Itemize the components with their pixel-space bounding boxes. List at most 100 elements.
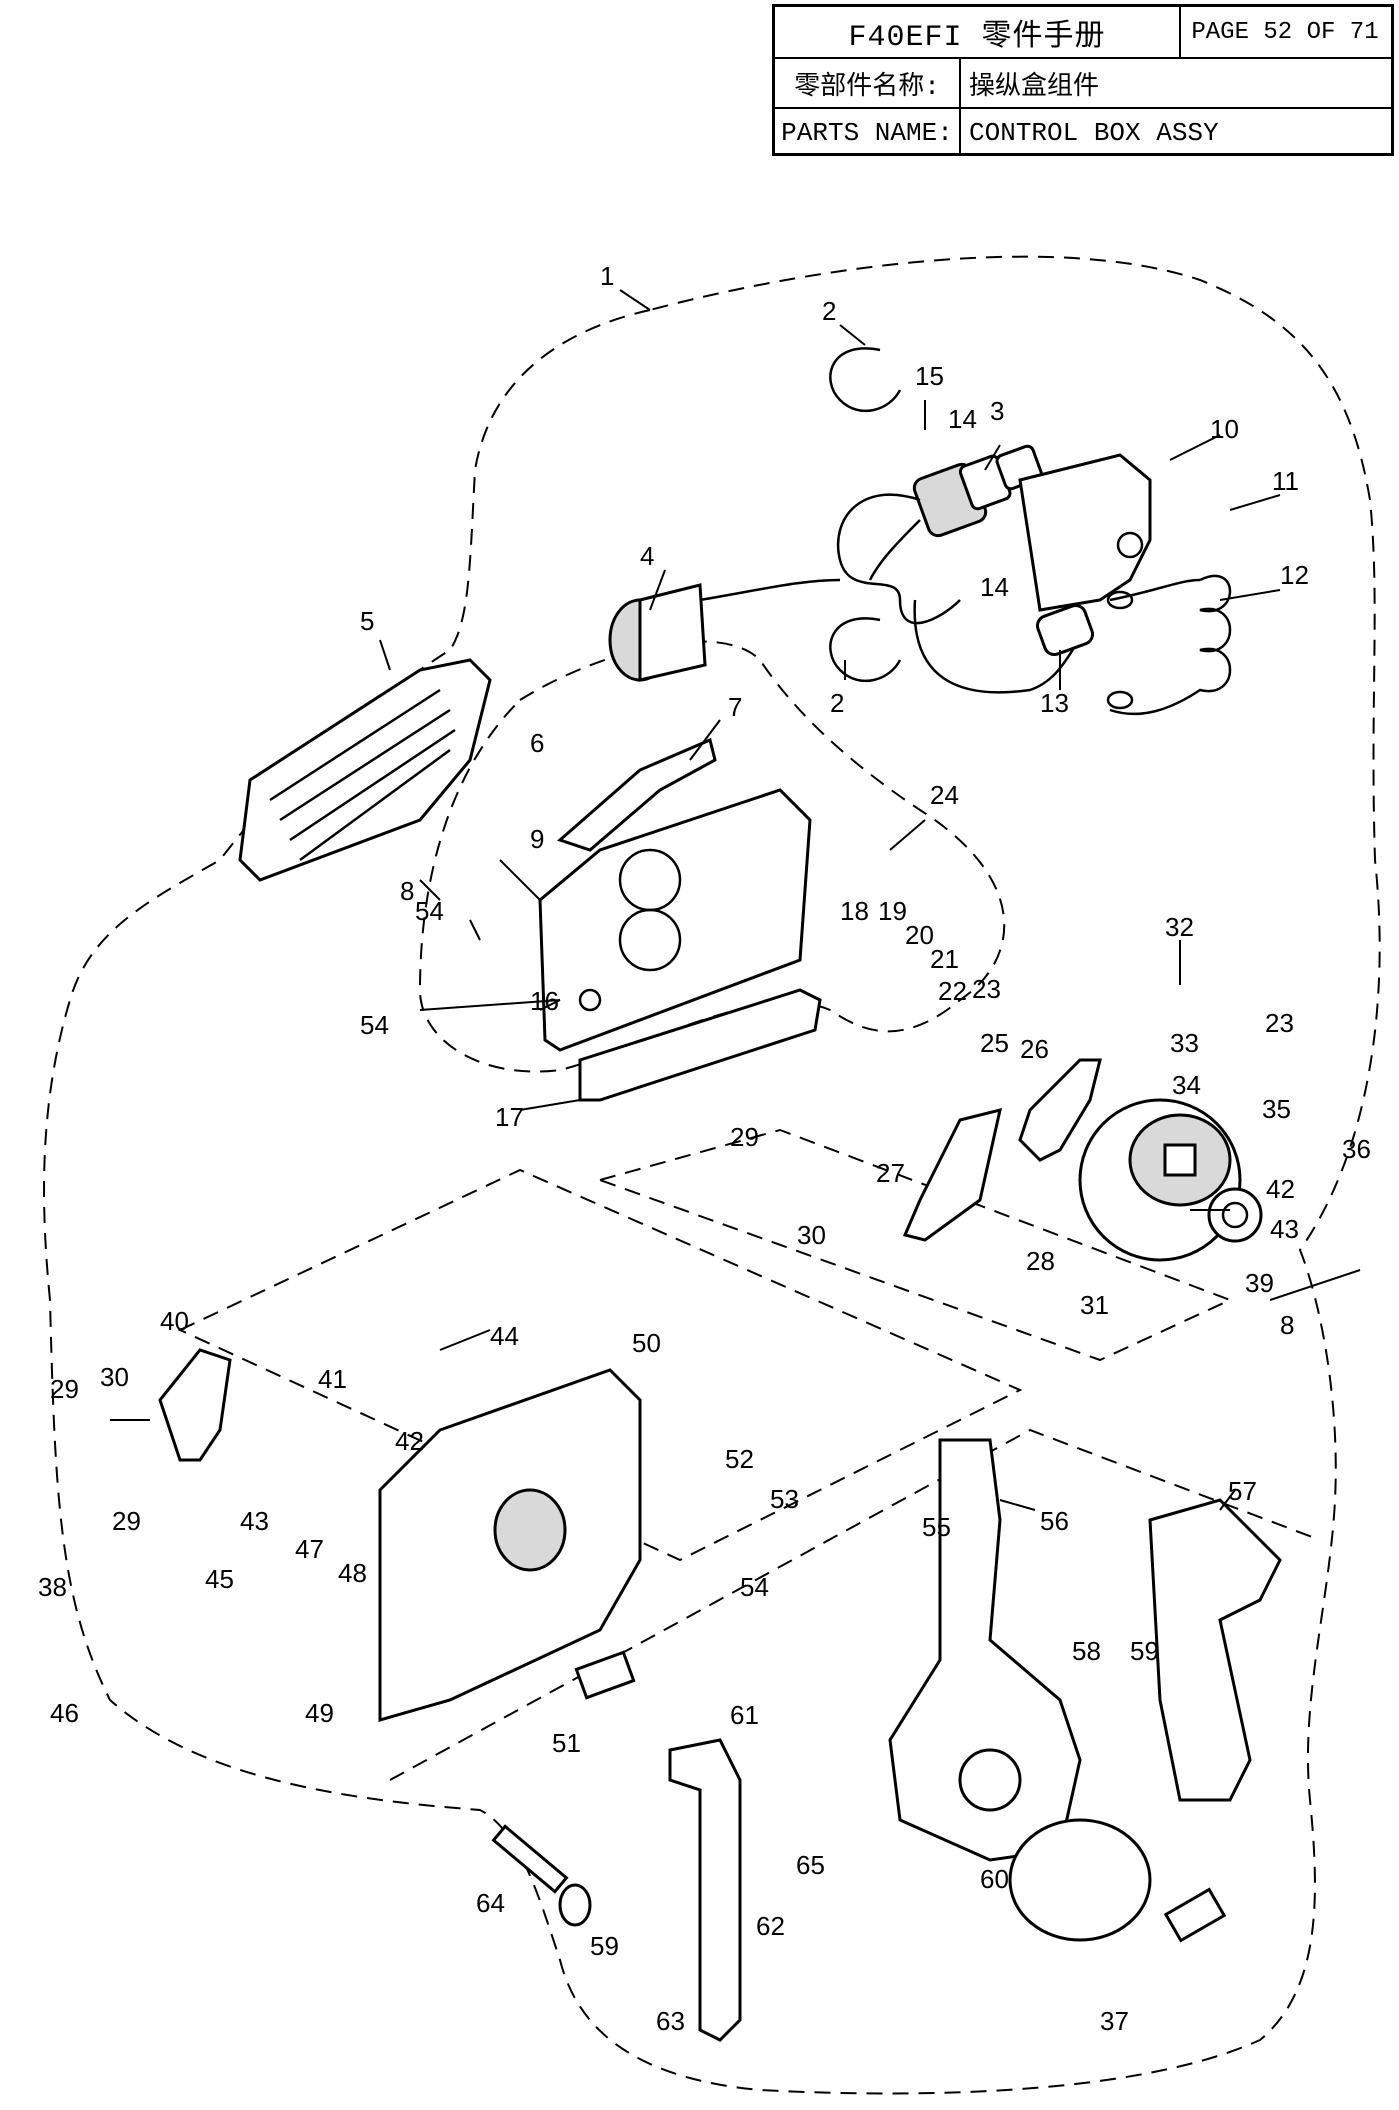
callout-label: 14 — [980, 572, 1009, 602]
callout-label: 52 — [725, 1444, 754, 1474]
callout-label: 23 — [1265, 1008, 1294, 1038]
callout-label: 43 — [1270, 1214, 1299, 1244]
callout-label: 5 — [360, 606, 374, 636]
harness-connector — [608, 578, 841, 682]
callout-label: 21 — [930, 944, 959, 974]
callout-label: 55 — [922, 1512, 951, 1542]
callout-label: 9 — [530, 824, 544, 854]
exploded-parts-diagram: .dash { fill: none; stroke: #000; stroke… — [0, 160, 1399, 2110]
callout-label: 45 — [205, 1564, 234, 1594]
handle-cap — [1008, 1818, 1152, 1942]
callout-label: 56 — [1040, 1506, 1069, 1536]
callout-label: 30 — [100, 1362, 129, 1392]
callout-label: 54 — [740, 1572, 769, 1602]
callout-label: 17 — [495, 1102, 524, 1132]
ignition-switch — [912, 444, 1043, 538]
callout-label: 57 — [1228, 1476, 1257, 1506]
callout-label: 8 — [400, 876, 414, 906]
callout-label: 43 — [240, 1506, 269, 1536]
cam-plate — [1018, 1058, 1102, 1162]
bolt-64 — [491, 1824, 592, 1927]
callout-label: 2 — [830, 688, 844, 718]
lanyard-switch — [1035, 603, 1095, 657]
assembly-outline — [43, 255, 1381, 2095]
callout-label: 29 — [730, 1122, 759, 1152]
callout-label: 31 — [1080, 1290, 1109, 1320]
guide-box-right — [596, 1128, 1233, 1362]
callout-label: 53 — [770, 1484, 799, 1514]
callout-label: 59 — [1130, 1636, 1159, 1666]
lanyard-wire — [913, 599, 1081, 694]
callout-label: 39 — [1245, 1268, 1274, 1298]
callout-label: 64 — [476, 1888, 505, 1918]
callout-label: 29 — [112, 1506, 141, 1536]
title-row: F40EFI 零件手册 PAGE 52 OF 71 — [775, 7, 1391, 59]
cn-name-row: 零部件名称: 操纵盒组件 — [775, 59, 1391, 109]
callout-label: 60 — [980, 1864, 1009, 1894]
callout-label: 13 — [1040, 688, 1069, 718]
throttle-arm — [902, 1107, 1002, 1242]
page-indicator: PAGE 52 OF 71 — [1191, 18, 1379, 46]
neutral-lever — [557, 737, 717, 852]
title-block: F40EFI 零件手册 PAGE 52 OF 71 零部件名称: 操纵盒组件 P… — [772, 4, 1394, 156]
callout-label: 30 — [797, 1220, 826, 1250]
callout-label: 61 — [730, 1700, 759, 1730]
callout-label: 62 — [756, 1911, 785, 1941]
callout-labels: 1 2 15 14 3 10 11 4 14 12 13 2 5 7 6 24 … — [38, 261, 1371, 2036]
control-handle — [888, 1438, 1082, 1862]
callout-label: 49 — [305, 1698, 334, 1728]
callout-label: 11 — [1272, 466, 1299, 496]
cn-name-value: 操纵盒组件 — [969, 71, 1100, 102]
bracket-40 — [158, 1348, 232, 1462]
callout-label: 51 — [552, 1728, 581, 1758]
callout-label: 46 — [50, 1698, 79, 1728]
en-name-row: PARTS NAME: CONTROL BOX ASSY — [775, 109, 1391, 156]
callout-label: 37 — [1100, 2006, 1129, 2036]
callout-label: 12 — [1280, 560, 1309, 590]
callout-label: 7 — [728, 692, 742, 722]
callout-label: 47 — [295, 1534, 324, 1564]
callout-label: 1 — [600, 261, 614, 291]
callout-label: 29 — [50, 1374, 79, 1404]
callout-label: 38 — [38, 1572, 67, 1602]
shift-lever — [668, 1738, 742, 2042]
callout-label: 24 — [930, 780, 959, 810]
callout-label: 41 — [318, 1364, 347, 1394]
callout-label: 23 — [972, 974, 1001, 1004]
callout-label: 25 — [980, 1028, 1009, 1058]
parts-drawing: .dash { fill: none; stroke: #000; stroke… — [38, 255, 1381, 2095]
callout-label: 32 — [1165, 912, 1194, 942]
callout-label: 18 — [840, 896, 869, 926]
manual-title: F40EFI 零件手册 — [848, 20, 1106, 55]
callout-label: 15 — [915, 361, 944, 391]
callout-label: 33 — [1170, 1028, 1199, 1058]
callout-label: 42 — [1266, 1174, 1295, 1204]
callout-label: 58 — [1072, 1636, 1101, 1666]
control-hub — [1078, 1098, 1242, 1262]
plate-subgroup-outline — [418, 640, 1006, 1073]
callout-label: 20 — [905, 920, 934, 950]
washer-39 — [1207, 1187, 1263, 1243]
clip-lower — [829, 617, 902, 683]
callout-label: 36 — [1342, 1134, 1371, 1164]
callout-label: 27 — [876, 1158, 905, 1188]
callout-label: 48 — [338, 1558, 367, 1588]
callout-label: 3 — [990, 396, 1004, 426]
callout-label: 40 — [160, 1306, 189, 1336]
callout-label: 16 — [530, 986, 559, 1016]
callout-label: 14 — [948, 404, 977, 434]
decal — [1163, 1887, 1227, 1943]
grip — [1148, 1498, 1282, 1802]
callout-label: 8 — [1280, 1310, 1294, 1340]
leader-lines — [110, 289, 1361, 1511]
cn-name-label: 零部件名称: — [794, 71, 940, 102]
lanyard-coil — [1109, 574, 1232, 716]
callout-label: 10 — [1210, 414, 1239, 444]
callout-label: 63 — [656, 2006, 685, 2036]
callout-label: 44 — [490, 1321, 519, 1351]
switch-wiring — [836, 493, 961, 625]
cover-plate — [238, 658, 492, 882]
callout-label: 4 — [640, 541, 654, 571]
callout-label: 28 — [1026, 1246, 1055, 1276]
callout-label: 6 — [530, 728, 544, 758]
